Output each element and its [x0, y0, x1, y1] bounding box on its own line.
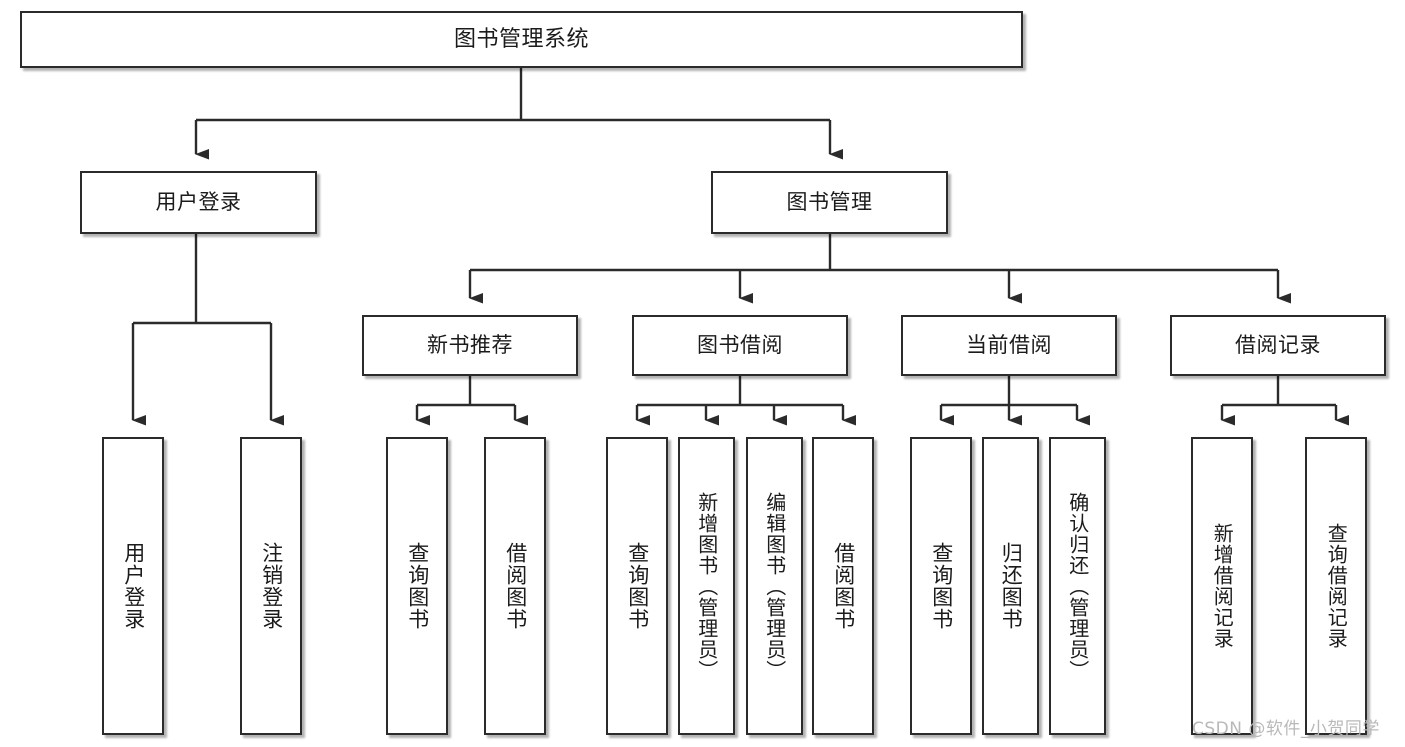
node-book-manage-label: 图书管理 [786, 190, 873, 215]
node-leaf-add-book-admin-label: 新增图书（管理员） [694, 491, 719, 681]
node-leaf-query-book-3-label: 查询图书 [929, 542, 954, 630]
node-leaf-query-borrow-record-label: 查询借阅记录 [1324, 523, 1349, 649]
node-root[interactable]: 图书管理系统 [20, 11, 1023, 68]
node-leaf-borrow-book-1-label: 借阅图书 [503, 542, 528, 630]
node-leaf-query-book-3[interactable]: 查询图书 [910, 437, 972, 735]
node-book-manage[interactable]: 图书管理 [711, 171, 948, 234]
node-leaf-confirm-return-admin[interactable]: 确认归还（管理员） [1049, 437, 1106, 735]
node-book-borrow[interactable]: 图书借阅 [632, 315, 848, 376]
node-leaf-borrow-book-2[interactable]: 借阅图书 [812, 437, 874, 735]
node-leaf-query-book-1-label: 查询图书 [405, 542, 430, 630]
node-user-login-label: 用户登录 [155, 190, 242, 215]
node-leaf-query-book-1[interactable]: 查询图书 [386, 437, 448, 735]
node-leaf-borrow-book-2-label: 借阅图书 [831, 542, 856, 630]
node-leaf-query-book-2[interactable]: 查询图书 [606, 437, 668, 735]
node-user-login[interactable]: 用户登录 [80, 171, 317, 234]
node-current-borrow[interactable]: 当前借阅 [901, 315, 1117, 376]
node-leaf-edit-book-admin[interactable]: 编辑图书（管理员） [746, 437, 803, 735]
node-book-borrow-label: 图书借阅 [697, 333, 783, 358]
node-leaf-borrow-book-1[interactable]: 借阅图书 [484, 437, 546, 735]
node-current-borrow-label: 当前借阅 [966, 333, 1052, 358]
node-leaf-return-book-label: 归还图书 [999, 542, 1024, 630]
node-leaf-user-login-label: 用户登录 [121, 542, 146, 630]
node-leaf-add-book-admin[interactable]: 新增图书（管理员） [678, 437, 735, 735]
node-leaf-query-book-2-label: 查询图书 [625, 542, 650, 630]
node-borrow-record[interactable]: 借阅记录 [1170, 315, 1386, 376]
node-leaf-edit-book-admin-label: 编辑图书（管理员） [762, 491, 787, 681]
node-leaf-add-borrow-record-label: 新增借阅记录 [1210, 523, 1235, 649]
node-leaf-user-login[interactable]: 用户登录 [102, 437, 164, 735]
node-leaf-add-borrow-record[interactable]: 新增借阅记录 [1191, 437, 1253, 735]
node-borrow-record-label: 借阅记录 [1235, 333, 1321, 358]
node-leaf-logout-login[interactable]: 注销登录 [240, 437, 302, 735]
node-leaf-return-book[interactable]: 归还图书 [982, 437, 1039, 735]
node-leaf-logout-login-label: 注销登录 [259, 542, 284, 630]
node-root-label: 图书管理系统 [453, 26, 589, 52]
node-new-book-recommend[interactable]: 新书推荐 [362, 315, 578, 376]
node-leaf-query-borrow-record[interactable]: 查询借阅记录 [1305, 437, 1367, 735]
node-new-book-recommend-label: 新书推荐 [427, 333, 513, 358]
node-leaf-confirm-return-admin-label: 确认归还（管理员） [1065, 491, 1090, 681]
